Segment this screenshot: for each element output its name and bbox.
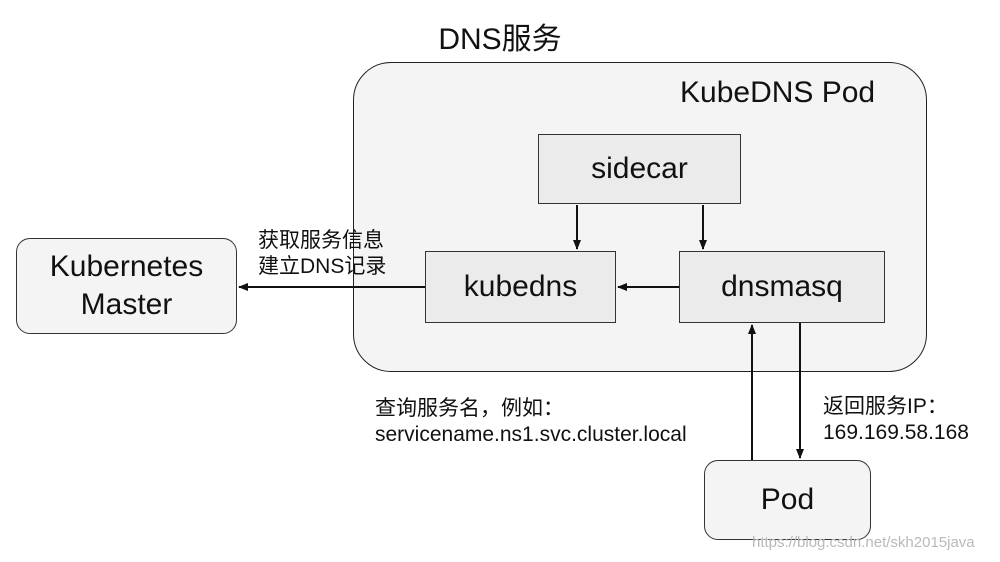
kubernetes-master-node: Kubernetes Master (16, 238, 237, 334)
kubedns-node: kubedns (425, 251, 616, 323)
dnsmasq-node: dnsmasq (679, 251, 885, 323)
master-label-line1: Kubernetes (49, 250, 204, 283)
pod-node: Pod (704, 460, 871, 540)
kubedns-pod-label: KubeDNS Pod (680, 76, 876, 109)
query-line2: servicename.ns1.svc.cluster.local (375, 423, 687, 446)
fetch-line1: 获取服务信息 (258, 229, 384, 252)
return-line2: 169.169.58.168 (823, 421, 969, 444)
master-label-line2: Master (80, 288, 173, 321)
sidecar-node: sidecar (538, 134, 741, 204)
watermark: https://blog.csdn.net/skh2015java (752, 534, 975, 551)
query-service-annotation: 查询服务名，例如： servicename.ns1.svc.cluster.lo… (375, 396, 687, 448)
fetch-line2: 建立DNS记录 (258, 255, 387, 278)
return-line1: 返回服务IP： (823, 395, 948, 418)
fetch-service-annotation: 获取服务信息 建立DNS记录 (258, 228, 386, 280)
diagram-title: DNS服务 (438, 23, 562, 56)
return-ip-annotation: 返回服务IP： 169.169.58.168 (823, 394, 969, 446)
query-line1: 查询服务名，例如： (375, 397, 564, 420)
